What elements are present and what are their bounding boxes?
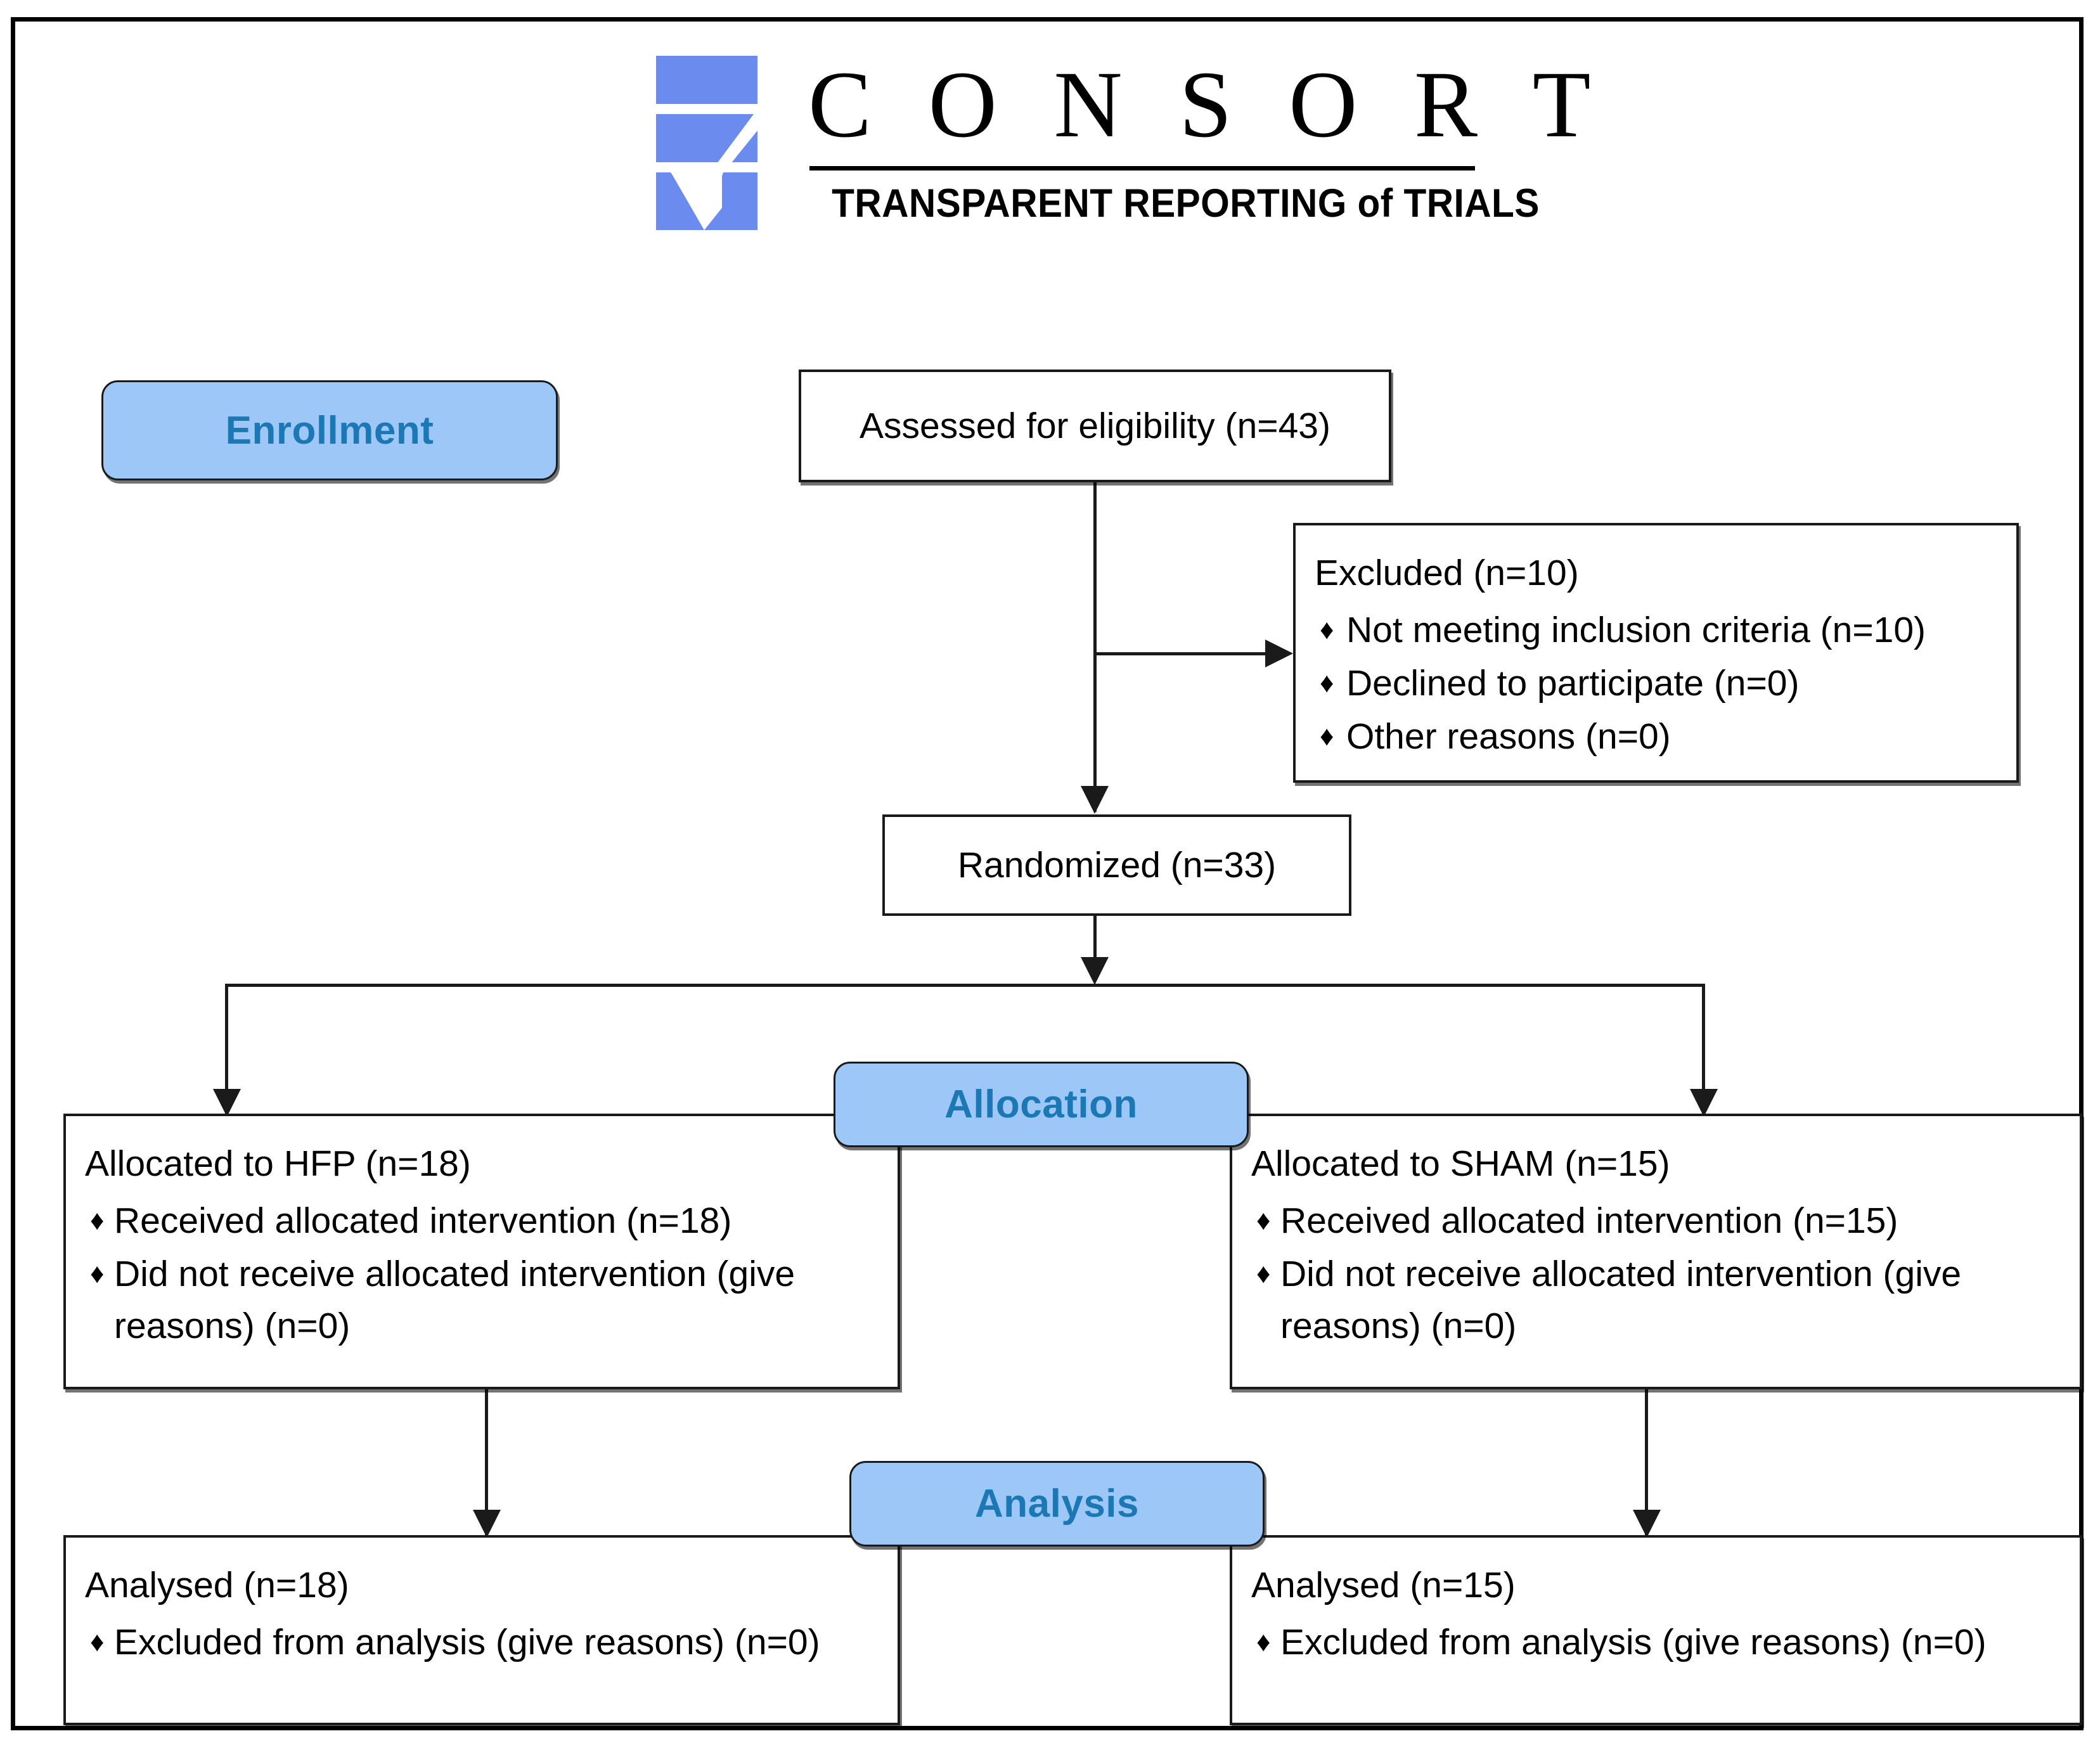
allocated-right-list: ♦ Received allocated intervention (n=15)… (1251, 1195, 2062, 1352)
connector-hfp-to-analysed (485, 1389, 488, 1535)
consort-wordmark: C O N S O R T TRANSPARENT REPORTING of T… (808, 51, 1607, 235)
analysed-left-list: ♦ Excluded from analysis (give reasons) … (85, 1616, 880, 1668)
split-bar-horizontal (225, 984, 1705, 987)
consort-logo-mark-icon (656, 56, 757, 230)
arrow-into-analysed-right (1633, 1510, 1661, 1538)
allocated-left-item-text: Received allocated intervention (n=18) (114, 1200, 732, 1241)
stage-badge-analysis: Analysis (849, 1461, 1265, 1547)
arrow-into-excluded (1265, 640, 1293, 667)
list-item: ♦ Did not receive allocated intervention… (1251, 1248, 2062, 1352)
excluded-item-text: Not meeting inclusion criteria (n=10) (1346, 610, 1926, 650)
list-item: ♦ Other reasons (n=0) (1315, 711, 1999, 762)
diamond-bullet-icon: ♦ (1320, 667, 1334, 698)
stage-badge-allocation: Allocation (834, 1062, 1249, 1147)
diamond-bullet-icon: ♦ (90, 1205, 105, 1236)
connector-assessed-to-randomized (1093, 482, 1097, 812)
box-analysed-right: Analysed (n=15) ♦ Excluded from analysis… (1230, 1535, 2082, 1725)
diamond-bullet-icon: ♦ (90, 1258, 105, 1289)
stage-badge-enrollment: Enrollment (101, 380, 558, 480)
list-item: ♦ Received allocated intervention (n=15) (1251, 1195, 2062, 1247)
connector-sham-to-analysed (1645, 1389, 1648, 1535)
excluded-title: Excluded (n=10) (1315, 553, 1579, 593)
analysed-right-item-text: Excluded from analysis (give reasons) (n… (1280, 1622, 1987, 1663)
consort-logo: C O N S O R T TRANSPARENT REPORTING of T… (656, 51, 1607, 235)
list-item: ♦ Did not receive allocated intervention… (85, 1248, 880, 1352)
consort-divider-rule (809, 166, 1475, 170)
excluded-item-text: Declined to participate (n=0) (1346, 663, 1800, 704)
analysed-right-list: ♦ Excluded from analysis (give reasons) … (1251, 1616, 2062, 1668)
list-item: ♦ Received allocated intervention (n=18) (85, 1195, 880, 1247)
arrow-into-allocated-right (1690, 1089, 1718, 1117)
arrow-into-randomized (1081, 786, 1109, 814)
diamond-bullet-icon: ♦ (1256, 1626, 1271, 1657)
diamond-bullet-icon: ♦ (1256, 1258, 1271, 1289)
list-item: ♦ Excluded from analysis (give reasons) … (1251, 1616, 2062, 1668)
arrow-into-split-bar (1081, 957, 1109, 985)
diamond-bullet-icon: ♦ (1320, 614, 1334, 645)
analysed-left-item-text: Excluded from analysis (give reasons) (n… (114, 1622, 820, 1663)
connector-split-left (225, 984, 228, 1114)
excluded-item-text: Other reasons (n=0) (1346, 716, 1671, 757)
connector-randomized-down (1093, 916, 1097, 979)
analysed-left-title: Analysed (n=18) (85, 1565, 349, 1605)
box-excluded: Excluded (n=10) ♦ Not meeting inclusion … (1293, 523, 2019, 783)
randomized-text: Randomized (n=33) (957, 845, 1277, 885)
list-item: ♦ Declined to participate (n=0) (1315, 657, 1999, 709)
diamond-bullet-icon: ♦ (90, 1626, 105, 1657)
arrow-into-analysed-left (473, 1510, 501, 1538)
diamond-bullet-icon: ♦ (1256, 1205, 1271, 1236)
box-assessed-for-eligibility: Assessed for eligibility (n=43) (799, 370, 1391, 482)
stage-badge-analysis-label: Analysis (974, 1482, 1140, 1526)
allocated-right-item-text: Did not receive allocated intervention (… (1280, 1254, 1962, 1346)
box-allocated-hfp: Allocated to HFP (n=18) ♦ Received alloc… (63, 1114, 900, 1389)
allocated-left-list: ♦ Received allocated intervention (n=18)… (85, 1195, 880, 1352)
allocated-left-title: Allocated to HFP (n=18) (85, 1143, 471, 1184)
analysed-right-title: Analysed (n=15) (1251, 1565, 1516, 1605)
consort-tagline-text: TRANSPARENT REPORTING of TRIALS (832, 181, 1540, 226)
allocated-left-item-text: Did not receive allocated intervention (… (114, 1254, 796, 1346)
box-analysed-left: Analysed (n=18) ♦ Excluded from analysis… (63, 1535, 900, 1725)
arrow-into-allocated-left (213, 1089, 241, 1117)
stage-badge-enrollment-label: Enrollment (225, 408, 434, 453)
allocated-right-title: Allocated to SHAM (n=15) (1251, 1143, 1670, 1184)
list-item: ♦ Not meeting inclusion criteria (n=10) (1315, 604, 1999, 656)
box-allocated-sham: Allocated to SHAM (n=15) ♦ Received allo… (1230, 1114, 2082, 1389)
diamond-bullet-icon: ♦ (1320, 721, 1334, 752)
box-randomized: Randomized (n=33) (882, 814, 1351, 916)
diagram-outer-frame (11, 17, 2084, 1730)
connector-to-excluded (1095, 652, 1270, 655)
excluded-reason-list: ♦ Not meeting inclusion criteria (n=10) … (1315, 604, 1999, 762)
assessed-text: Assessed for eligibility (n=43) (860, 406, 1330, 446)
stage-badge-allocation-label: Allocation (944, 1083, 1138, 1126)
connector-split-right (1702, 984, 1705, 1114)
consort-title-text: C O N S O R T (808, 52, 1607, 157)
allocated-right-item-text: Received allocated intervention (n=15) (1280, 1200, 1898, 1241)
list-item: ♦ Excluded from analysis (give reasons) … (85, 1616, 880, 1668)
